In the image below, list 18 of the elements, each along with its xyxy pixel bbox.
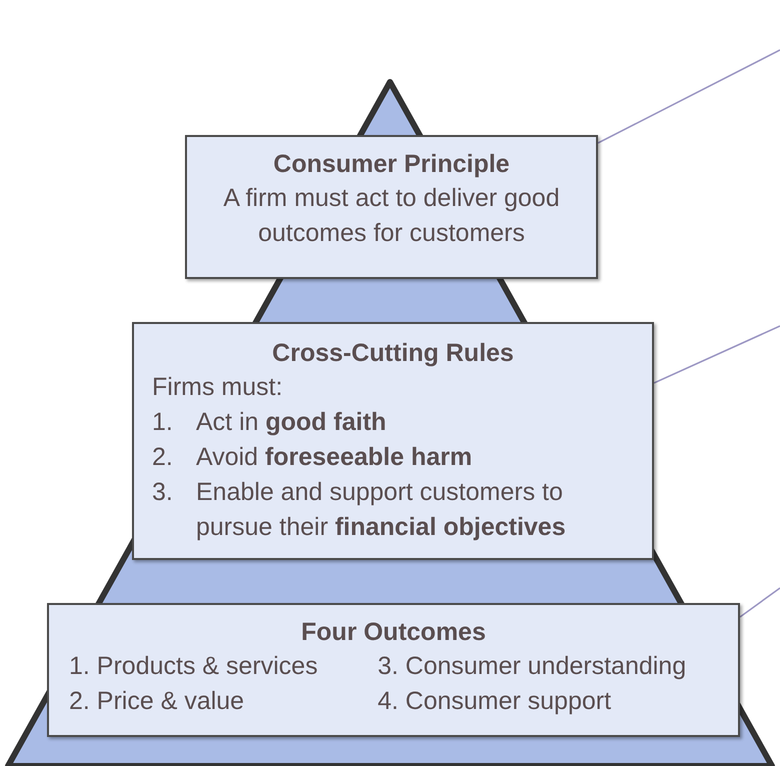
heading: Cross-Cutting Rules	[271, 338, 515, 369]
intro-text: Firms must:	[152, 372, 284, 403]
list-item: 1. Act in good faith	[152, 407, 388, 438]
list-item: 1. Products & services	[69, 651, 319, 682]
list-item: 2. Price & value	[69, 686, 246, 717]
leader-line	[598, 49, 780, 144]
heading: Consumer Principle	[272, 149, 511, 180]
description: A firm must act to deliver good outcomes for customers	[222, 183, 561, 249]
list-item: 2. Avoid foreseeable harm	[152, 442, 474, 473]
list-item: 3. Enable and support customers to pursue their financial objectives	[152, 477, 567, 543]
text-box	[132, 322, 654, 560]
text-box	[47, 603, 740, 737]
text-box	[185, 135, 598, 279]
leader-line	[740, 587, 780, 618]
heading: Four Outcomes	[300, 617, 487, 648]
list-item: 4. Consumer support	[378, 686, 612, 717]
leader-line	[654, 325, 780, 384]
list-item: 3. Consumer understanding	[378, 651, 688, 682]
